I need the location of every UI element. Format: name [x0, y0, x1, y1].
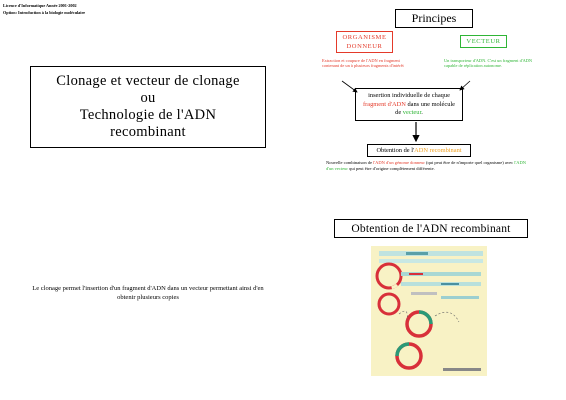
obtention-box: Obtention de l'ADN recombinant: [367, 144, 471, 157]
vecteur-description: Un transporteur d'ADN. C'est un fragment…: [444, 58, 533, 69]
obtention-section-title: Obtention de l'ADN recombinant: [334, 219, 528, 238]
organisme-donneur-description: Extraction et coupure de l'ADN en fragme…: [322, 58, 404, 69]
course-header-line2: Option: Introduction à la biologie moléc…: [3, 10, 86, 15]
main-title: Clonage et vecteur de clonage ou Technol…: [56, 73, 240, 140]
principes-title: Principes: [395, 9, 473, 28]
insertion-box: insertion individuelle de chaque fragmen…: [355, 88, 463, 121]
main-title-box: Clonage et vecteur de clonage ou Technol…: [30, 66, 266, 148]
arrow-organisme-to-insertion: [341, 80, 358, 93]
combination-description: Nouvelle combinaison de l'ADN d'un génom…: [326, 160, 527, 172]
recombinant-dna-figure: [371, 246, 487, 376]
recombinant-dna-illustration: [375, 251, 483, 371]
course-header: Licence d'Informatique Année 2001-2002 O…: [3, 2, 85, 16]
cloning-definition: Le clonage permet l'insertion d'un fragm…: [32, 285, 264, 301]
organisme-donneur-box: ORGANISME DONNEUR: [336, 31, 393, 53]
vecteur-box: VECTEUR: [460, 35, 507, 48]
course-header-line1: Licence d'Informatique Année 2001-2002: [3, 3, 77, 8]
